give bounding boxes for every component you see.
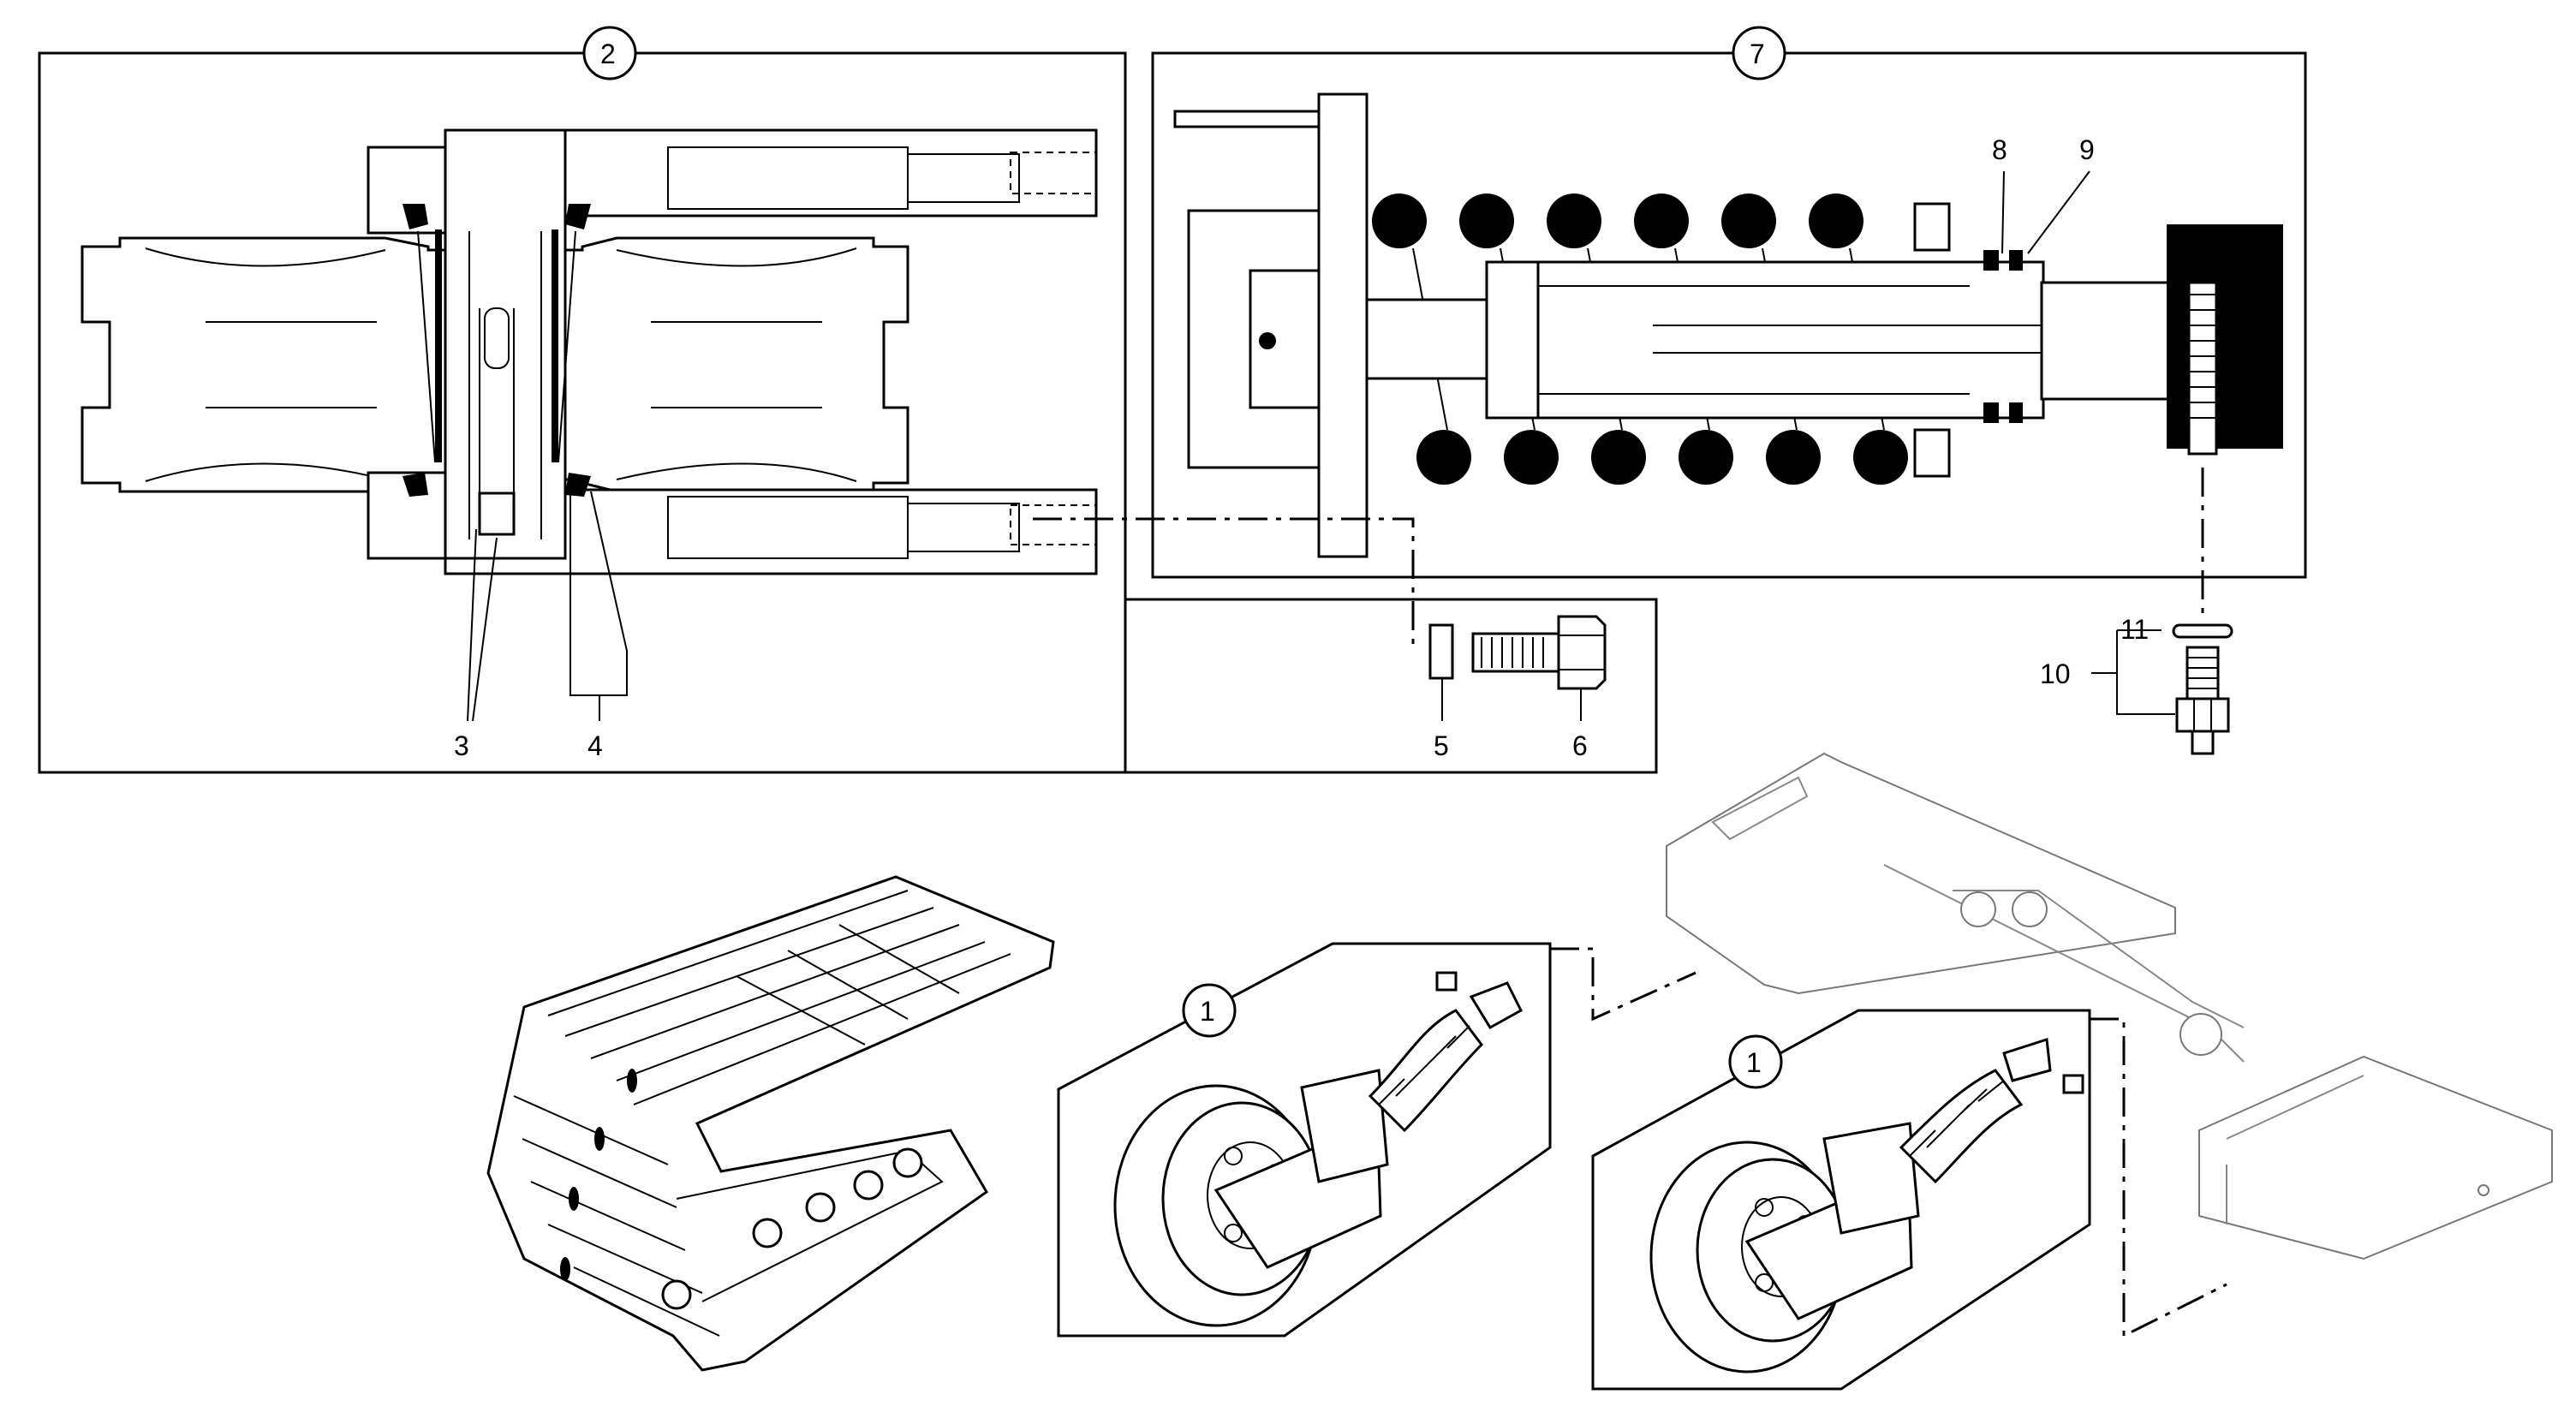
- callout-1b: 1: [1746, 1047, 1762, 1078]
- rubber-track-illustration: [486, 875, 1055, 1372]
- idler-assembly-right: 1: [1591, 1009, 2091, 1391]
- callout-7: 7: [1750, 39, 1765, 69]
- undercarriage-frame: [1666, 752, 2553, 1260]
- callout-8: 8: [1992, 134, 2007, 165]
- callout-9: 9: [2079, 134, 2095, 165]
- callout-11: 11: [2120, 614, 2149, 645]
- callout-2: 2: [600, 39, 616, 69]
- callout-5: 5: [1434, 730, 1449, 761]
- bolt-and-washer: 5 6: [1428, 615, 1607, 761]
- callout-1a: 1: [1200, 996, 1215, 1027]
- tensioner-panel: 8 9 7: [1125, 26, 2307, 774]
- grease-valve: 11 10: [2040, 468, 2233, 755]
- callout-6: 6: [1572, 730, 1588, 761]
- callout-10: 10: [2040, 658, 2071, 689]
- callout-3: 3: [454, 730, 469, 761]
- idler-section-panel: 3 4 2: [38, 26, 1127, 774]
- callout-4: 4: [587, 730, 603, 761]
- idler-assembly-left: 1: [1057, 942, 1552, 1338]
